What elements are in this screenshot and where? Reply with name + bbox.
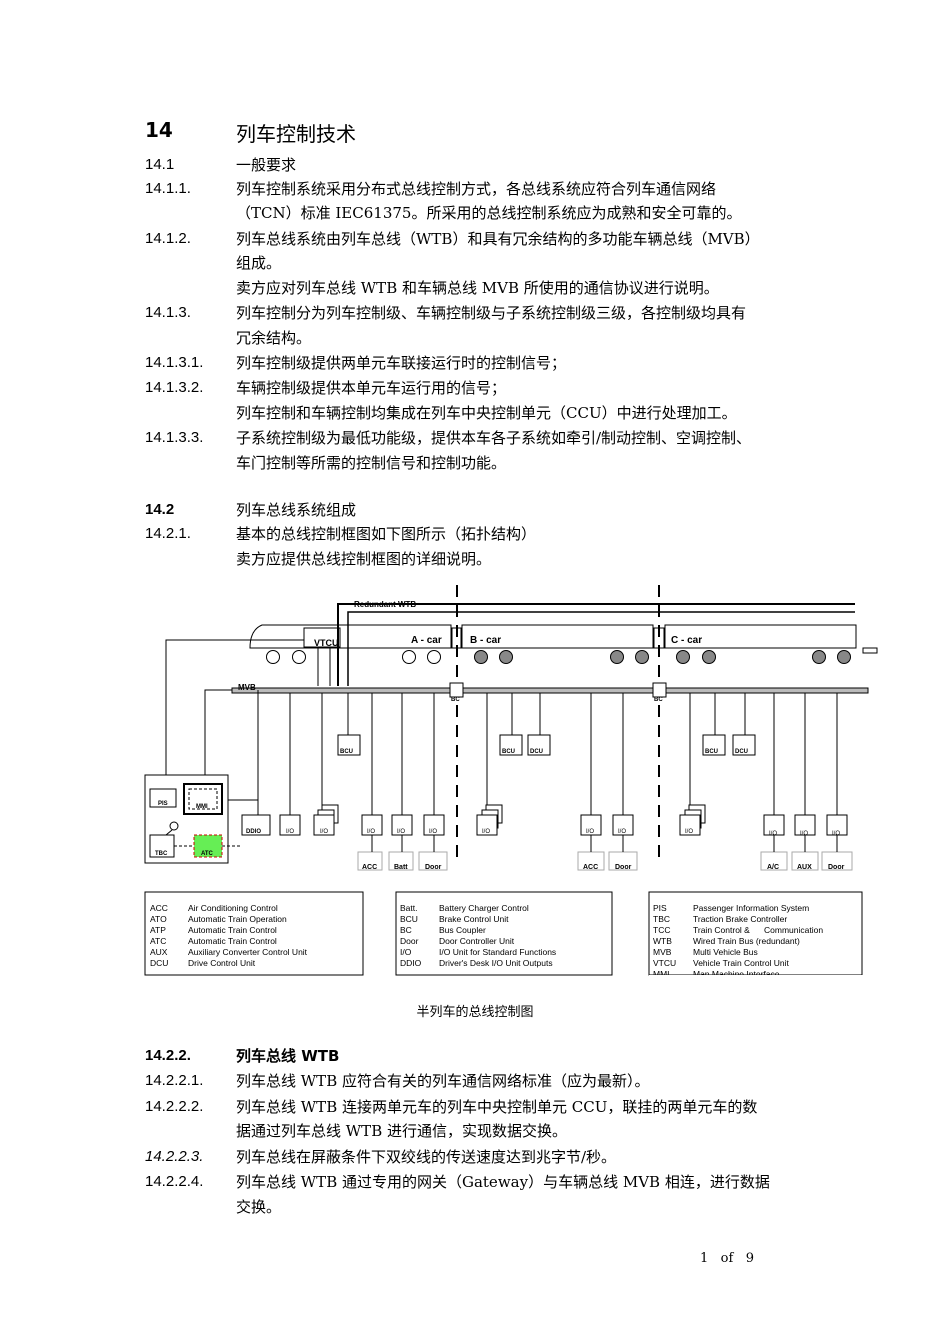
svg-text:MMI: MMI <box>653 969 670 979</box>
io-label: I/O <box>769 831 777 837</box>
svg-text:DDIO: DDIO <box>400 958 422 968</box>
io-label: I/O <box>367 829 375 835</box>
legend-2: Batt. Battery Charger Control BCU Brake Co… <box>400 903 556 968</box>
car-a-label: A - car <box>411 635 442 646</box>
svg-text:Automatic Train Control: Automatic Train Control <box>188 936 277 946</box>
redundant-wtb-label: Redundant WTB <box>354 600 416 609</box>
svg-text:TBC: TBC <box>653 914 670 924</box>
ac-label: A/C <box>767 864 779 871</box>
tbc-label: TBC <box>155 851 168 857</box>
ddio-label: DDIO <box>246 829 261 835</box>
svg-text:Door: Door <box>400 936 419 946</box>
legend-3: PIS Passenger Information System TBC Tract… <box>653 903 823 979</box>
legend-clip <box>649 975 863 981</box>
svg-text:Multi Vehicle Bus: Multi Vehicle Bus <box>693 947 758 957</box>
svg-text:Traction Brake Controller: Traction Brake Controller <box>693 914 787 924</box>
svg-text:VTCU: VTCU <box>653 958 676 968</box>
svg-text:BC: BC <box>400 925 412 935</box>
svg-text:ATO: ATO <box>150 914 167 924</box>
svg-text:ACC: ACC <box>150 903 168 913</box>
svg-text:ATP: ATP <box>150 925 166 935</box>
figure-caption: 半列车的总线控制图 <box>416 1005 534 1020</box>
svg-text:I/O Unit for Standard Function: I/O Unit for Standard Functions <box>439 947 556 957</box>
svg-text:Brake Control Unit: Brake Control Unit <box>439 914 509 924</box>
aux-label: AUX <box>797 864 812 871</box>
svg-text:TCC: TCC <box>653 925 670 935</box>
atc-label: ATC <box>201 851 214 857</box>
svg-text:Air Conditioning Control: Air Conditioning Control <box>188 903 278 913</box>
section-title: 列车控制技术 <box>236 122 356 146</box>
page-number: 1 of 9 <box>700 1251 754 1266</box>
svg-text:Train Control & Communica: Train Control & Communication <box>693 925 823 935</box>
bcu-label: BCU <box>340 749 353 755</box>
svg-text:Door Controller Unit: Door Controller Unit <box>439 936 515 946</box>
io-label: I/O <box>482 829 490 835</box>
io-label: I/O <box>685 829 693 835</box>
io-label: I/O <box>429 829 437 835</box>
car-c-label: C - car <box>671 635 702 646</box>
svg-text:DCU: DCU <box>150 958 168 968</box>
bcu-label: BCU <box>502 749 515 755</box>
door-label: Door <box>828 864 845 871</box>
bc-label: BC <box>654 697 663 703</box>
acc-label: ACC <box>362 864 377 871</box>
svg-text:I/O: I/O <box>400 947 412 957</box>
io-label: I/O <box>618 829 626 835</box>
svg-text:WTB: WTB <box>653 936 672 946</box>
mmi-label: MMI <box>196 804 208 810</box>
svg-text:Wired Train Bus (redundant): Wired Train Bus (redundant) <box>693 936 800 946</box>
pis-label: PIS <box>158 801 168 807</box>
svg-text:BCU: BCU <box>400 914 418 924</box>
svg-text:Passenger Information System: Passenger Information System <box>693 903 809 913</box>
dcu-label: DCU <box>735 749 748 755</box>
svg-text:Automatic Train Control: Automatic Train Control <box>188 925 277 935</box>
svg-text:Vehicle Train Control Unit: Vehicle Train Control Unit <box>693 958 790 968</box>
io-label: I/O <box>286 829 294 835</box>
dcu-label: DCU <box>530 749 543 755</box>
svg-text:Man Machine Interface: Man Machine Interface <box>693 969 780 979</box>
svg-text:Bus Coupler: Bus Coupler <box>439 925 486 935</box>
car-b-label: B - car <box>470 635 501 646</box>
acc-label: ACC <box>583 864 598 871</box>
svg-text:ATC: ATC <box>150 936 166 946</box>
io-label: I/O <box>320 829 328 835</box>
svg-text:Driver's Desk I/O Unit Outputs: Driver's Desk I/O Unit Outputs <box>439 958 553 968</box>
svg-text:MVB: MVB <box>653 947 672 957</box>
bcu-label: BCU <box>705 749 718 755</box>
svg-text:AUX: AUX <box>150 947 168 957</box>
svg-text:Automatic Train Operation: Automatic Train Operation <box>188 914 287 924</box>
vtcu-label: VTCU <box>314 638 339 648</box>
section-number: 14 <box>145 118 173 142</box>
mvb-label: MVB <box>238 683 256 692</box>
legend-1: ACC Air Conditioning Control ATO Automatic… <box>150 903 308 968</box>
door-label: Door <box>615 864 632 871</box>
io-label: I/O <box>832 831 840 837</box>
svg-text:Battery Charger Control: Battery Charger Control <box>439 903 529 913</box>
svg-text:Batt.: Batt. <box>400 903 417 913</box>
batt-label: Batt <box>394 864 408 871</box>
svg-text:Auxiliary Converter Control Un: Auxiliary Converter Control Unit <box>188 947 308 957</box>
bc-label: BC <box>451 697 460 703</box>
bus-control-diagram: Redundant WTB VTCU A - car B - car C - c… <box>144 585 878 979</box>
io-label: I/O <box>586 829 594 835</box>
io-label: I/O <box>397 829 405 835</box>
svg-text:PIS: PIS <box>653 903 667 913</box>
io-label: I/O <box>800 831 808 837</box>
svg-text:Drive Control Unit: Drive Control Unit <box>188 958 256 968</box>
door-label: Door <box>425 864 442 871</box>
